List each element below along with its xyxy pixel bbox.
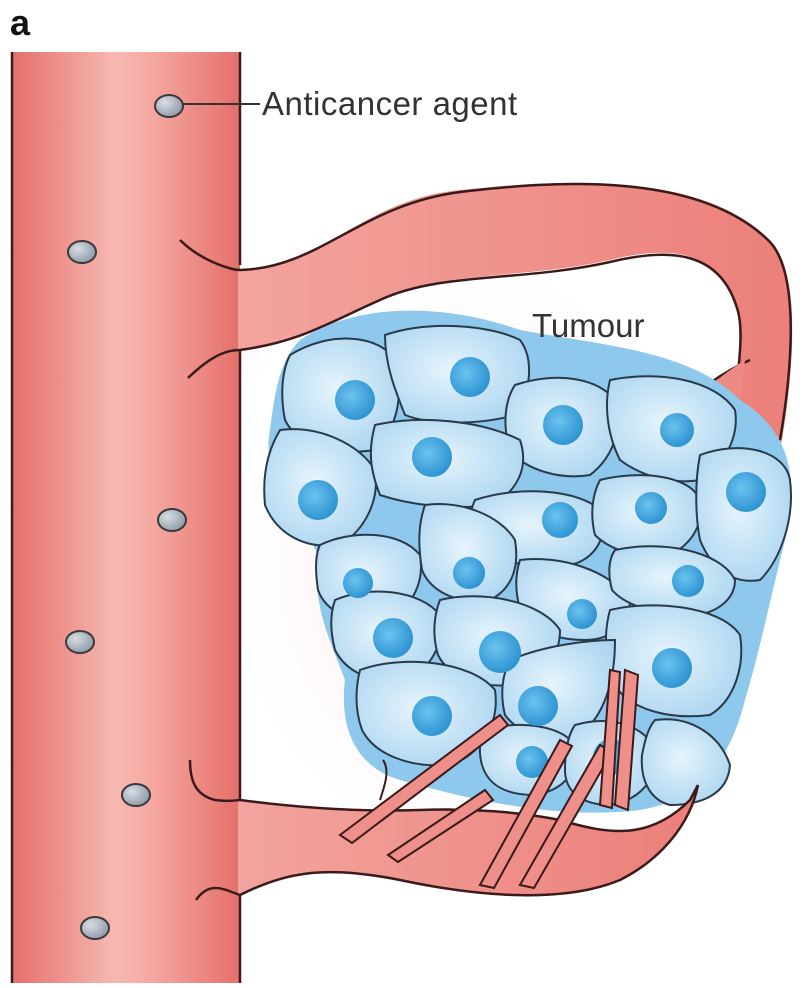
tumour-label: Tumour — [532, 307, 644, 345]
panel-letter: a — [10, 2, 30, 44]
anticancer-agent-label: Anticancer agent — [262, 85, 518, 123]
particle — [68, 241, 96, 263]
particle — [66, 631, 94, 653]
particle — [122, 784, 150, 806]
blood-vessel — [12, 52, 240, 983]
particle — [81, 917, 109, 939]
particle — [155, 95, 183, 117]
particle — [158, 509, 186, 531]
